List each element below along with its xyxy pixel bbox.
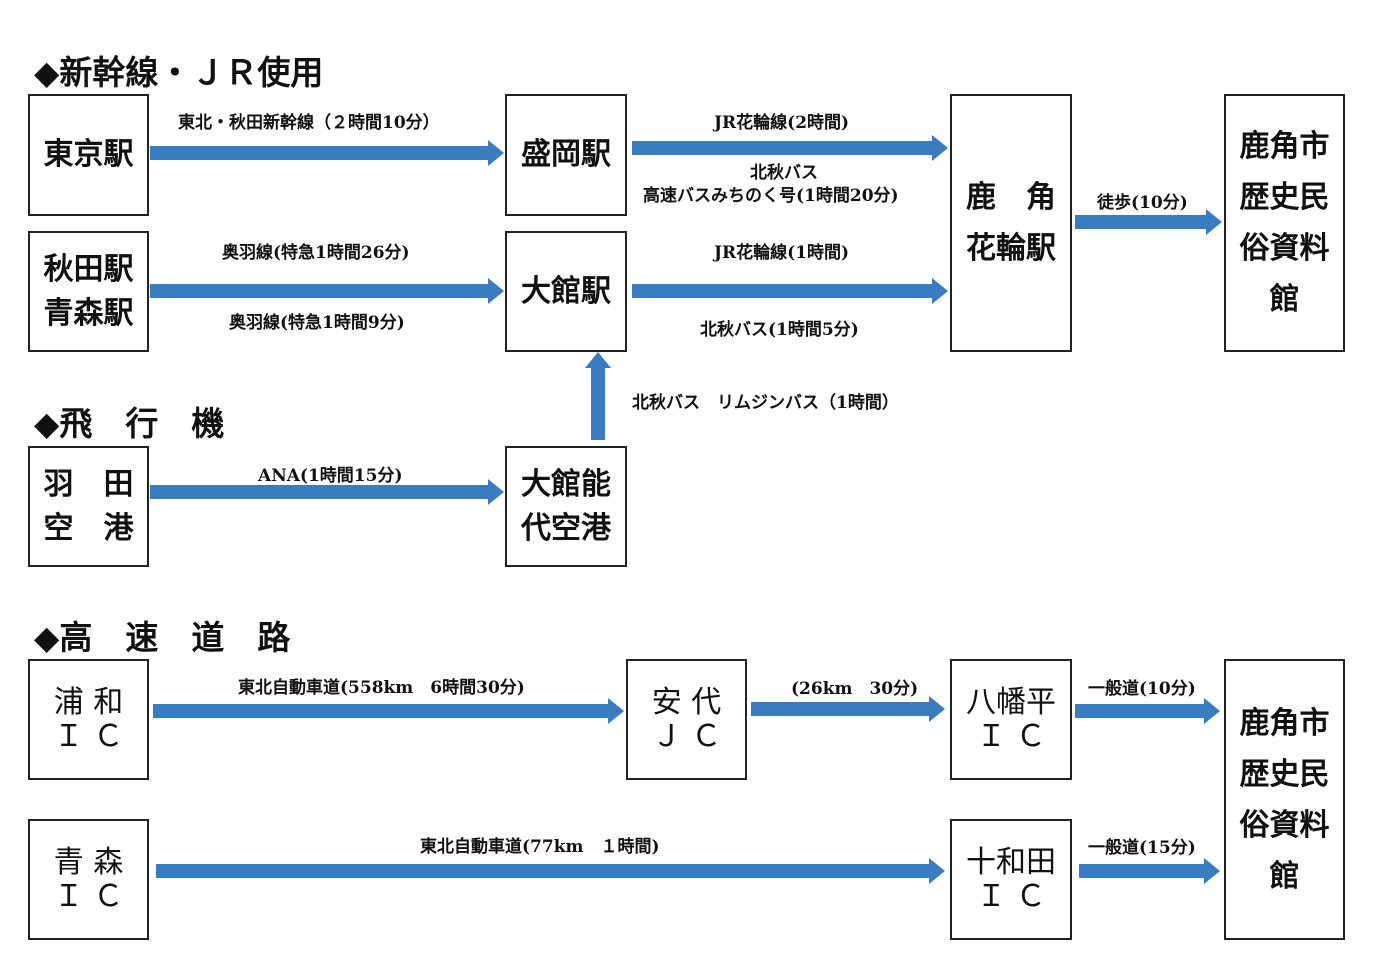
section-title-rail: ◆新幹線・ＪＲ使用 <box>34 53 324 92</box>
box-line: 鹿角市 <box>1239 705 1330 741</box>
arrow-odate-kazuno <box>632 278 948 304</box>
box-line: 俗資料 <box>1239 231 1330 266</box>
box-line: 鹿角市 <box>1239 129 1330 164</box>
box-line: 八幡平 <box>966 684 1056 720</box>
airport-box-haneda: 羽 田 空 港 <box>28 446 149 567</box>
route-label-tokyo-morioka: 東北・秋田新幹線（２時間10分） <box>178 113 440 133</box>
arrow-group <box>150 135 1222 884</box>
box-line: 俗資料 <box>1239 807 1330 843</box>
box-line: 秋田駅 <box>43 252 134 287</box>
box-line: Ｊ Ｃ <box>651 718 722 754</box>
junction-box-ashiro: 安 代 Ｊ Ｃ <box>626 659 747 780</box>
arrow-towada-museum <box>1079 858 1220 884</box>
box-line: Ｉ Ｃ <box>53 718 124 754</box>
route-label-odate-kazuno-jr: JR花輪線(1時間) <box>714 243 850 263</box>
route-label-morioka-bus-2: 高速バスみちのく号(1時間20分) <box>643 186 899 206</box>
arrow-airport-odate <box>585 352 611 440</box>
route-label-morioka-bus-1: 北秋バス <box>750 163 818 183</box>
box-line: 歴史民 <box>1239 180 1330 215</box>
station-box-morioka: 盛岡駅 <box>505 94 627 216</box>
box-line: 十和田 <box>966 844 1056 880</box>
interchange-box-towada: 十和田 Ｉ Ｃ <box>950 819 1072 940</box>
arrow-hachimantai-museum <box>1075 698 1220 724</box>
arrow-morioka-kazuno <box>632 135 948 161</box>
box-line: 大館能 <box>521 467 611 502</box>
destination-box-museum-highway: 鹿角市 歴史民 俗資料 館 <box>1224 659 1345 940</box>
box-line: 花輪駅 <box>966 231 1056 266</box>
station-box-kazuno-hanawa: 鹿 角 花輪駅 <box>950 94 1072 352</box>
box-line: 羽 田 <box>43 467 134 502</box>
route-label-urawa-ashiro: 東北自動車道(558km 6時間30分) <box>238 678 525 698</box>
box-line: Ｉ Ｃ <box>976 718 1046 754</box>
route-label-walk: 徒歩(10分) <box>1097 193 1188 213</box>
route-label-odate-bus: 北秋バス(1時間5分) <box>700 320 859 340</box>
arrow-urawa-ashiro <box>153 698 624 724</box>
box-line: 代空港 <box>521 510 611 546</box>
arrow-ashiro-hachimantai <box>751 696 945 722</box>
box-line: 盛岡駅 <box>521 137 611 173</box>
station-box-odate: 大館駅 <box>505 231 627 352</box>
box-line: 館 <box>1269 858 1300 894</box>
route-label-akita-lower: 奥羽線(特急1時間9分) <box>229 313 405 333</box>
box-line: 安 代 <box>651 684 722 720</box>
box-line: 館 <box>1269 282 1300 317</box>
section-title-highway: ◆高 速 道 路 <box>34 618 291 657</box>
arrow-tokyo-morioka <box>150 140 504 166</box>
route-label-general-road-1: 一般道(10分) <box>1088 679 1196 699</box>
box-line: Ｉ Ｃ <box>976 878 1046 914</box>
interchange-box-aomori: 青 森 Ｉ Ｃ <box>28 819 149 940</box>
station-box-tokyo: 東京駅 <box>28 94 149 216</box>
route-label-aomori-towada: 東北自動車道(77km １時間) <box>420 837 660 857</box>
destination-box-museum-rail: 鹿角市 歴史民 俗資料 館 <box>1224 94 1345 352</box>
box-line: 空 港 <box>43 510 134 546</box>
route-label-ashiro-hachimantai: (26km 30分) <box>791 679 919 699</box>
box-line: 青 森 <box>53 844 124 880</box>
route-label-airport-bus: 北秋バス リムジンバス（1時間） <box>632 393 899 413</box>
airport-box-odate-noshiro: 大館能 代空港 <box>505 446 627 567</box>
box-line: 鹿 角 <box>966 180 1056 215</box>
route-label-ana: ANA(1時間15分) <box>258 466 403 486</box>
interchange-box-urawa: 浦 和 Ｉ Ｃ <box>28 659 149 780</box>
box-line: 大館駅 <box>521 273 611 309</box>
box-line: 浦 和 <box>53 684 124 720</box>
route-label-akita-upper: 奥羽線(特急1時間26分) <box>222 243 410 263</box>
arrow-aomori-towada <box>156 858 945 884</box>
route-label-general-road-2: 一般道(15分) <box>1088 838 1196 858</box>
arrow-akita-odate <box>150 278 504 304</box>
station-box-akita-aomori: 秋田駅 青森駅 <box>28 231 149 352</box>
section-title-air: ◆飛 行 機 <box>34 404 225 443</box>
route-label-morioka-kazuno-jr: JR花輪線(2時間) <box>714 113 850 133</box>
arrow-kazuno-museum <box>1075 209 1222 235</box>
interchange-box-hachimantai: 八幡平 Ｉ Ｃ <box>950 659 1072 780</box>
box-line: 歴史民 <box>1239 756 1330 792</box>
box-line: 東京駅 <box>43 137 134 173</box>
box-line: Ｉ Ｃ <box>53 878 124 914</box>
arrow-haneda-odate-noshiro <box>150 479 504 505</box>
box-line: 青森駅 <box>43 295 134 331</box>
